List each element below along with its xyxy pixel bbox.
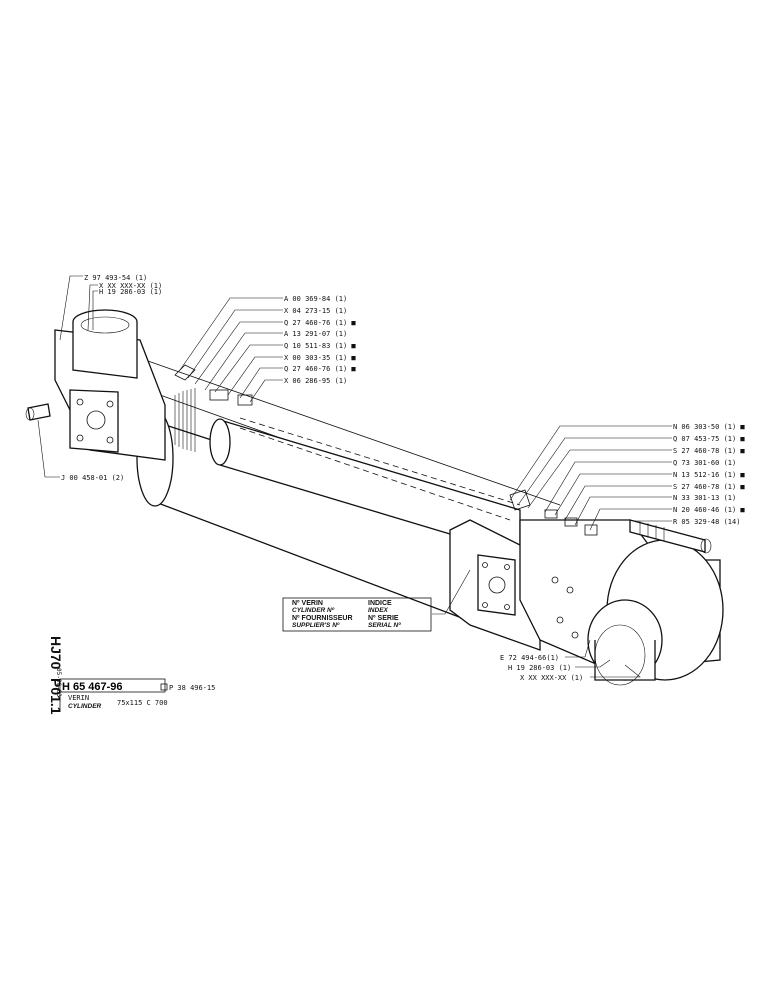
index-label: INDEX <box>368 607 389 614</box>
part-label-left: H 19 286-03 (1) <box>99 288 162 296</box>
cylinder-spec: 75x115 C 700 <box>117 699 168 707</box>
name-en: CYLINDER <box>68 703 102 710</box>
leader-lines <box>37 275 672 678</box>
part-label-right: Q 73 301-60 (1) <box>673 459 736 467</box>
part-label-right: S 27 460-78 (1) ■ <box>673 483 745 491</box>
part-label-right: R 05 329-48 (14) <box>673 518 740 526</box>
part-label-top: Q 27 460-76 (1) ■ <box>284 319 356 327</box>
part-label-right: Q 07 453-75 (1) ■ <box>673 435 745 443</box>
part-label-bottom: X XX XXX-XX (1) <box>520 674 583 682</box>
revision-date: 05-06-83 <box>55 668 62 697</box>
part-label-top: A 13 291-07 (1) <box>284 330 347 338</box>
serial-no-label: SERIAL Nº <box>368 622 401 629</box>
part-label-bottom: H 19 286-03 (1) <box>508 664 571 672</box>
name-fr: VERIN <box>68 694 89 702</box>
fournisseur-label: Nº FOURNISSEUR <box>292 615 353 622</box>
part-label-right: N 20 460-46 (1) ■ <box>673 506 745 514</box>
cylinder-illustration <box>25 309 724 686</box>
part-label-top: Q 10 511-83 (1) ■ <box>284 342 356 350</box>
reference-number: P 38 496-15 <box>169 684 215 692</box>
part-label-top: Q 27 460-76 (1) ■ <box>284 365 356 373</box>
part-label-top: X 06 286-95 (1) <box>284 377 347 385</box>
part-label-left: X XX XXX-XX (1) <box>99 282 162 290</box>
part-label-bottom: E 72 494-66(1) <box>500 654 559 662</box>
part-label-right: S 27 460-78 (1) ■ <box>673 447 745 455</box>
part-label-top: A 00 369-84 (1) <box>284 295 347 303</box>
supplier-no-label: SUPPLIER'S Nº <box>292 622 340 629</box>
title-block: HJ70 P01.1 05-06-83 H 65 467-96 P 38 496… <box>48 636 215 715</box>
verin-label: Nº VERIN <box>292 600 323 607</box>
part-label-right: N 06 303-50 (1) ■ <box>673 423 745 431</box>
section-code: HJ70 <box>48 636 64 670</box>
part-label-top: X 00 303-35 (1) ■ <box>284 354 356 362</box>
part-number: H 65 467-96 <box>62 681 123 693</box>
indice-label: INDICE <box>368 600 392 607</box>
part-label-right: N 33 301-13 (1) <box>673 494 736 502</box>
part-label-left: J 00 458-01 (2) <box>61 474 124 482</box>
part-label-right: N 13 512-16 (1) ■ <box>673 471 745 479</box>
part-label-top: X 04 273-15 (1) <box>284 307 347 315</box>
serial-info-box: Nº VERIN CYLINDER Nº Nº FOURNISSEUR SUPP… <box>282 597 432 632</box>
serie-label: Nº SERIE <box>368 615 399 622</box>
cylinder-no-label: CYLINDER Nº <box>292 607 335 614</box>
part-label-left: Z 97 493-54 (1) <box>84 274 147 282</box>
